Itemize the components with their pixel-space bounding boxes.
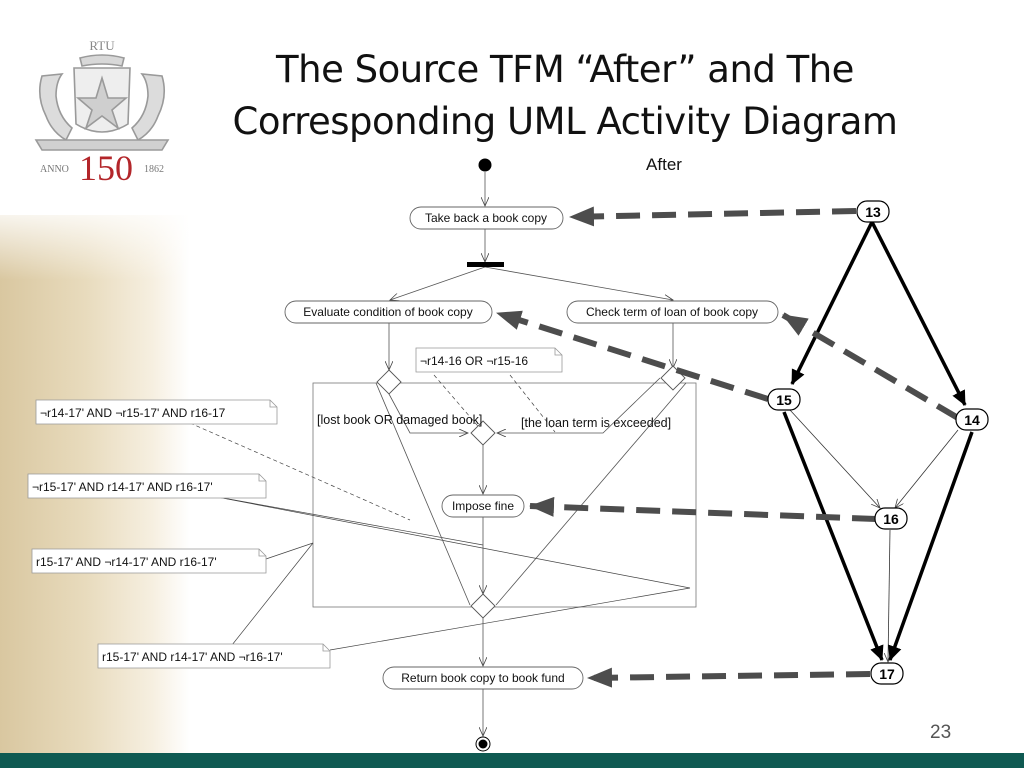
uml-flows [375, 172, 687, 736]
svg-text:Impose fine: Impose fine [452, 499, 514, 513]
note-r14-16: ¬r14-16 OR ¬r15-16 [415, 347, 563, 373]
action-evaluate: Evaluate condition of book copy [284, 300, 493, 324]
note-r15-17-a: ¬r15-17' AND r14-17' AND r16-17' [27, 473, 267, 499]
tfm-node-17: 17 [870, 662, 904, 685]
svg-text:16: 16 [883, 511, 899, 527]
merge-diamond-lower [470, 593, 496, 619]
tfm-node-16: 16 [874, 507, 908, 530]
svg-text:¬r14-16 OR ¬r15-16: ¬r14-16 OR ¬r15-16 [420, 354, 528, 368]
svg-text:Check term of loan of book cop: Check term of loan of book copy [586, 305, 758, 319]
svg-text:Return book copy to book fund: Return book copy to book fund [401, 671, 564, 685]
logo-crest-icon [34, 54, 170, 151]
tfm-thin-edges [789, 409, 959, 662]
svg-text:¬r15-17' AND r14-17' AND r16-: ¬r15-17' AND r14-17' AND r16-17' [32, 480, 213, 494]
tfm-node-14: 14 [955, 408, 989, 431]
sidebar-fade [0, 200, 190, 280]
note-connectors [189, 374, 691, 651]
action-impose-fine: Impose fine [441, 494, 525, 518]
initial-node [478, 158, 492, 172]
logo-year-text: 1862 [144, 164, 164, 175]
fork-bar [467, 262, 504, 267]
final-node [475, 736, 491, 752]
note-r15-17-b: r15-17' AND ¬r14-17' AND r16-17' [31, 548, 267, 574]
logo-rtu-text: RTU [89, 38, 115, 53]
svg-text:17: 17 [879, 666, 895, 682]
svg-text:r15-17' AND ¬r14-17' AND r16-1: r15-17' AND ¬r14-17' AND r16-17' [36, 555, 217, 569]
merge-diamond-upper [470, 420, 496, 446]
action-check-term: Check term of loan of book copy [566, 300, 779, 324]
tfm-node-13: 13 [856, 200, 890, 223]
slide-title-line-2: Corresponding UML Activity Diagram [232, 100, 898, 143]
svg-text:15: 15 [776, 392, 792, 408]
action-return-copy: Return book copy to book fund [382, 666, 584, 690]
logo-150-text: 150 [79, 148, 133, 188]
guard-term-exceeded: [the loan term is exceeded] [521, 416, 671, 430]
page-number: 23 [930, 722, 952, 743]
partition-frame [312, 382, 697, 608]
rtu-logo: RTU ANNO 150 1862 [34, 38, 170, 188]
tfm-bold-edges [782, 221, 974, 661]
svg-text:Take back a book copy: Take back a book copy [425, 211, 547, 225]
logo-anno-text: ANNO [40, 164, 69, 175]
diagram-caption: After [646, 155, 682, 174]
action-take-back: Take back a book copy [409, 206, 564, 230]
slide-title: The Source TFM “After” and The Correspon… [200, 44, 930, 148]
svg-text:14: 14 [964, 412, 980, 428]
guard-lost-damaged: [lost book OR damaged book] [317, 413, 482, 427]
decision-diamond-left [376, 369, 402, 395]
tfm-node-15: 15 [767, 388, 801, 411]
svg-text:13: 13 [865, 204, 881, 220]
svg-text:¬r14-17' AND ¬r15-17' AND r16-: ¬r14-17' AND ¬r15-17' AND r16-17 [40, 406, 226, 420]
svg-text:r15-17' AND r14-17' AND ¬r16-1: r15-17' AND r14-17' AND ¬r16-17' [102, 650, 283, 664]
svg-text:Evaluate condition of book cop: Evaluate condition of book copy [303, 305, 472, 319]
note-r14-17-a: ¬r14-17' AND ¬r15-17' AND r16-17 [35, 399, 278, 425]
dashed-mapping-arrows [496, 206, 960, 688]
slide-title-line-1: The Source TFM “After” and The [276, 48, 854, 91]
note-r15-17-c: r15-17' AND r14-17' AND ¬r16-17' [97, 643, 331, 669]
footer-bar [0, 753, 1024, 768]
